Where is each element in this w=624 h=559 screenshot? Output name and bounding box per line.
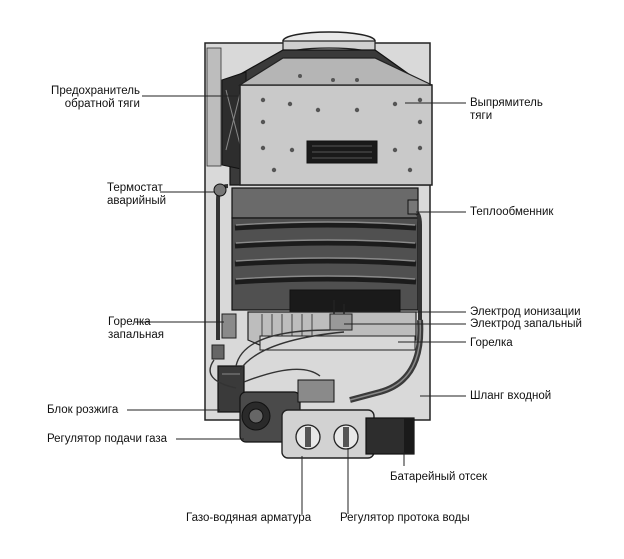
- label-battery-compartment: Батарейный отсек: [390, 471, 488, 483]
- label-water-flow-regulator: Регулятор протока воды: [340, 512, 470, 524]
- heat-exchanger-top: [231, 187, 419, 219]
- combustion-window: [289, 289, 401, 316]
- plate-rivets: [260, 74, 423, 173]
- label-burner: Горелка: [470, 337, 513, 349]
- label-gas-water-valve: Газо-водяная арматура: [186, 512, 312, 524]
- pilot-burner: [221, 313, 237, 339]
- label-ignition-electrode: Электрод запальный: [470, 318, 582, 330]
- label-heat-exchanger: Теплообменник: [470, 206, 554, 218]
- draft-diverter-top: [237, 57, 433, 86]
- label-gas-regulator: Регулятор подачи газа: [47, 433, 168, 445]
- heat-exchanger-coils: [234, 222, 417, 285]
- label-draft-straightener: Выпрямитель тяги: [470, 97, 543, 122]
- label-backdraft-fuse: Предохранитель обратной тяги: [51, 85, 140, 110]
- label-ignition-block: Блок розжига: [47, 404, 119, 416]
- wires: [209, 329, 345, 389]
- label-pilot-burner: Горелка запальная: [108, 316, 164, 341]
- electrode-block: [329, 313, 353, 331]
- label-emergency-thermostat: Термостат аварийный: [107, 182, 167, 207]
- draft-diverter-plate: [239, 84, 433, 186]
- leader-lines: [127, 95, 466, 514]
- label-ionization-electrode: Электрод ионизации: [470, 306, 581, 318]
- burner-nozzles: [261, 314, 313, 338]
- label-inlet-hose: Шланг входной: [470, 390, 552, 402]
- back-panel-left-strip: [206, 47, 222, 167]
- thermostat-sensor: [213, 183, 227, 197]
